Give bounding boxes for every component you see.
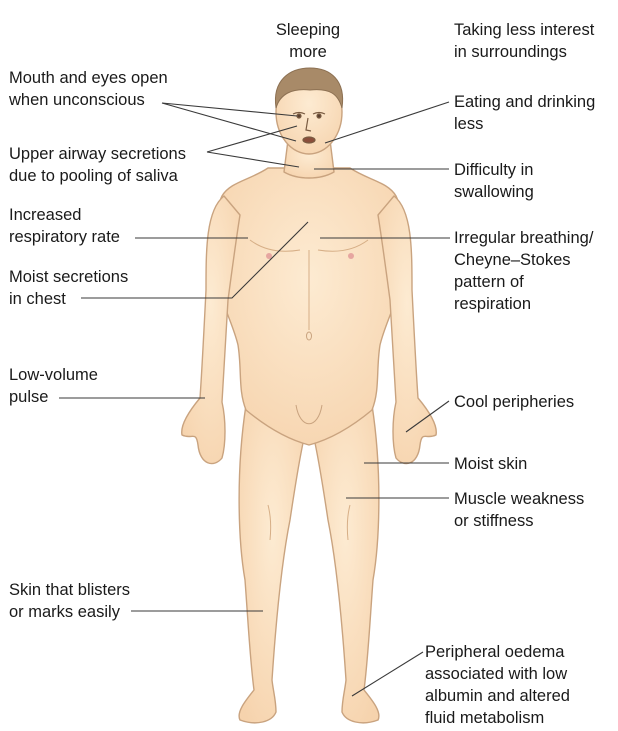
left-arm: [181, 195, 241, 465]
leader-lines: [59, 101, 450, 697]
hair: [274, 67, 344, 109]
label-cool-peripheries: Cool peripheries: [454, 393, 575, 411]
right-arm: [377, 195, 437, 465]
face-details: [292, 111, 326, 144]
human-figure: [181, 69, 437, 724]
label-moist-skin: Moist skin: [454, 455, 528, 473]
body-details: [249, 239, 369, 541]
left-leg: [238, 404, 307, 724]
right-leg: [311, 404, 380, 724]
